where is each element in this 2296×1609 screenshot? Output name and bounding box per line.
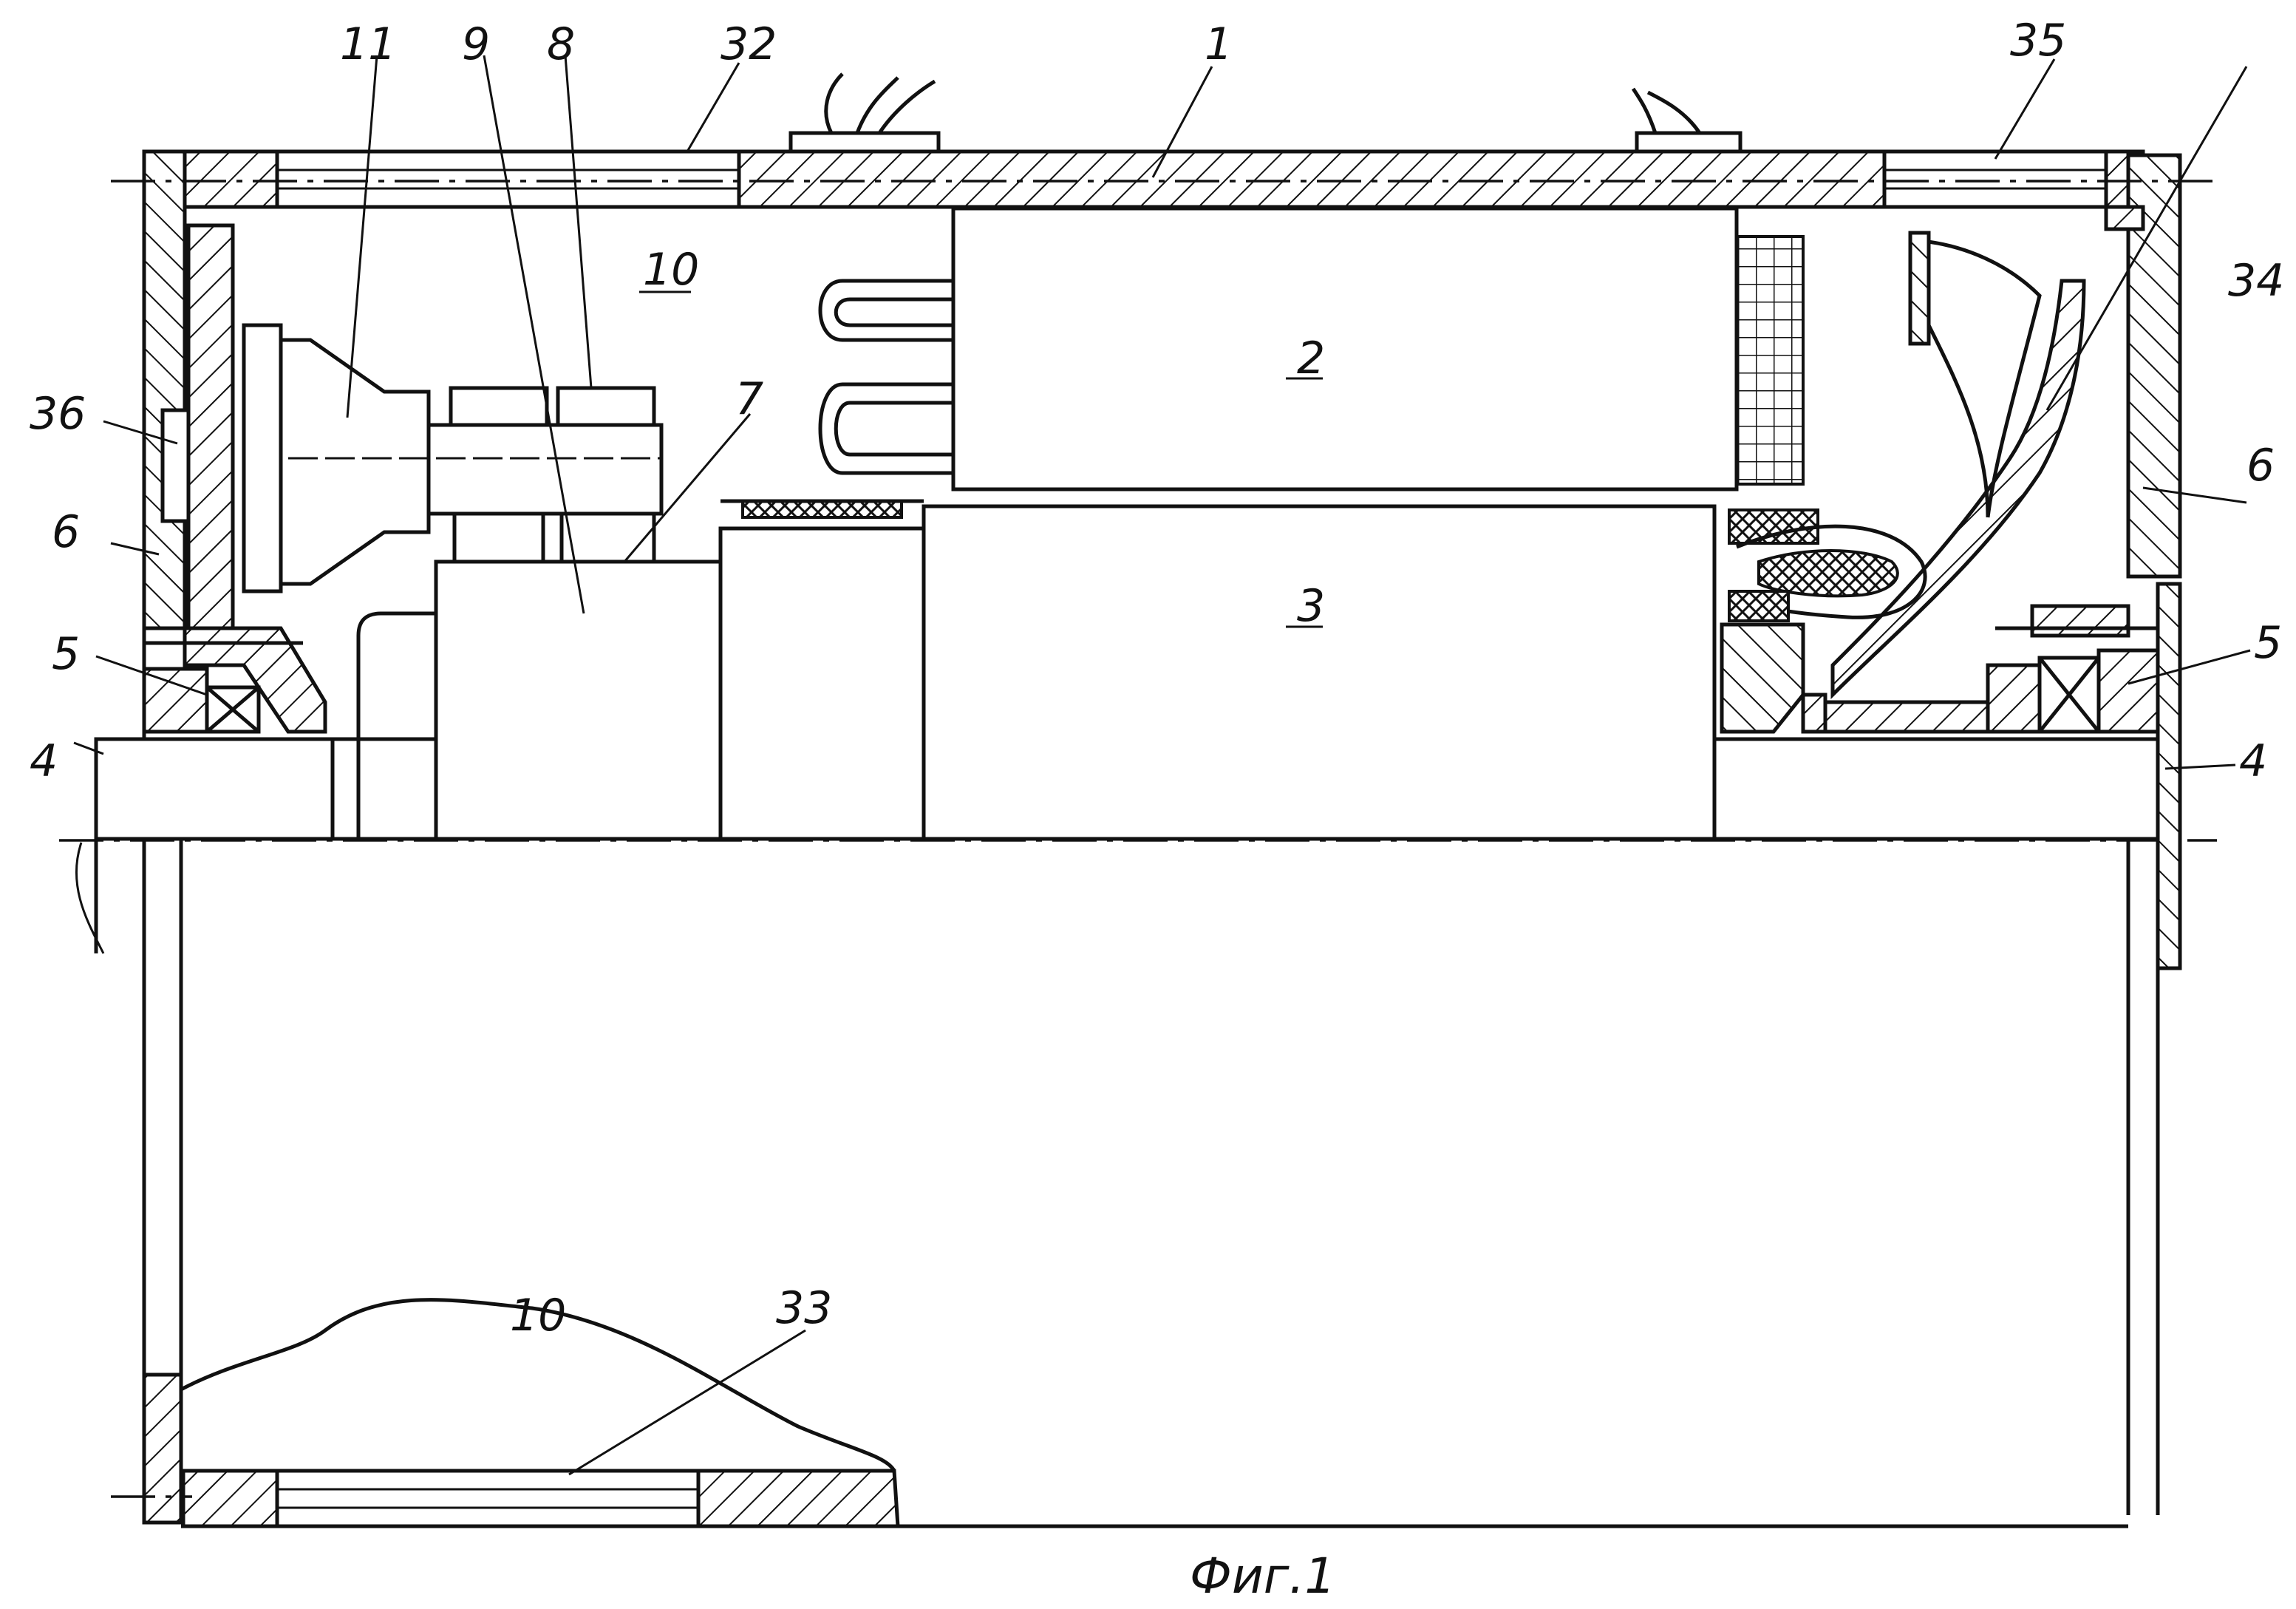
- label-4-left: 4: [30, 735, 58, 787]
- bearing-left: [144, 628, 325, 732]
- label-1: 1: [1205, 18, 1233, 70]
- label-32: 32: [721, 18, 777, 70]
- rotor-insulation: [743, 501, 902, 517]
- label-2: 2: [1297, 333, 1325, 384]
- label-8: 8: [547, 18, 575, 70]
- label-33: 33: [776, 1282, 832, 1334]
- bracket-36: [163, 410, 188, 521]
- label-9: 9: [462, 18, 490, 70]
- end-shield-left-inner: [188, 225, 233, 628]
- label-11: 11: [340, 18, 396, 70]
- end-shield-right-step: [2106, 207, 2143, 229]
- label-6-left: 6: [52, 506, 80, 558]
- rotor: [721, 501, 1714, 839]
- label-3: 3: [1297, 580, 1325, 632]
- label-10-top: 10: [643, 244, 699, 296]
- label-36: 36: [30, 388, 86, 440]
- vent-window-32: [277, 152, 739, 207]
- label-35: 35: [2010, 15, 2066, 67]
- label-5-left: 5: [52, 628, 80, 680]
- housing-top-wall-left: [183, 152, 277, 207]
- housing-bottom-wall-right: [698, 1471, 898, 1526]
- housing-bottom-wall-left: [183, 1471, 277, 1526]
- label-34: 34: [2228, 255, 2284, 307]
- vent-window-33: [277, 1471, 698, 1526]
- label-7: 7: [735, 373, 763, 425]
- vent-window-35: [1884, 152, 2106, 207]
- housing-bottom-left: [144, 1375, 181, 1523]
- figure-caption: Фиг.1: [1190, 1548, 1335, 1605]
- end-shield-left: [144, 152, 185, 628]
- terminal-leads: [791, 74, 1740, 152]
- label-4-right: 4: [2239, 735, 2267, 787]
- label-6-right: 6: [2246, 440, 2275, 491]
- label-5-right: 5: [2254, 617, 2282, 669]
- element-8-top-b: [558, 388, 654, 425]
- element-8-top: [451, 388, 547, 425]
- label-10-bottom: 10: [510, 1290, 566, 1341]
- stator-winding-right: [1737, 237, 1803, 484]
